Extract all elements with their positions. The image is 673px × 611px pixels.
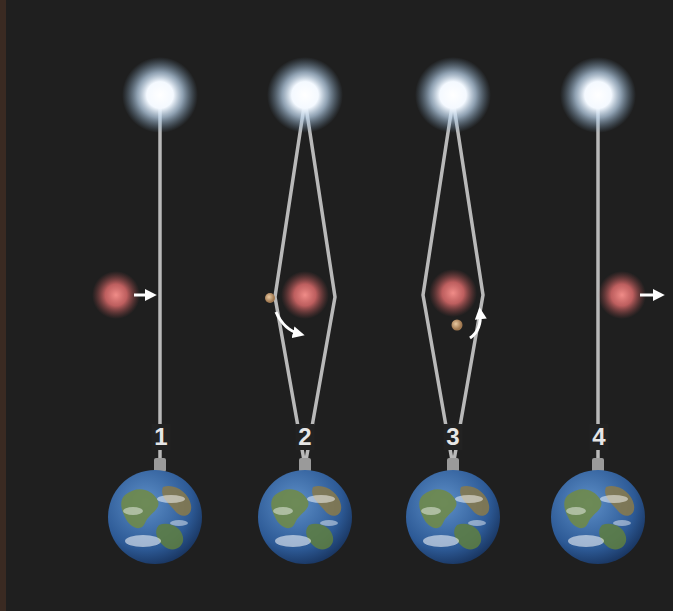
source-star: [122, 57, 198, 133]
earth: [406, 470, 500, 564]
earth: [258, 470, 352, 564]
planet: [265, 293, 275, 303]
motion-arrow: [640, 294, 660, 297]
callout-number: 2: [295, 424, 314, 450]
lens-star: [429, 269, 477, 317]
callout-number: 3: [443, 424, 462, 450]
lens-star: [92, 271, 140, 319]
orbit-arrow: [276, 312, 300, 334]
light-ray: [158, 100, 162, 468]
orbit-arrow: [470, 312, 480, 338]
ray-stub: [592, 458, 604, 472]
source-star: [267, 57, 343, 133]
earth: [108, 470, 202, 564]
lens-star: [598, 271, 646, 319]
planet: [452, 320, 463, 331]
light-ray: [596, 100, 600, 468]
motion-arrow: [134, 294, 152, 297]
source-star: [560, 57, 636, 133]
source-star: [415, 57, 491, 133]
ray-stub: [154, 458, 166, 472]
ray-stub: [299, 458, 311, 472]
callout-number: 1: [151, 424, 170, 450]
lens-star: [281, 271, 329, 319]
earth: [551, 470, 645, 564]
left-edge: [0, 0, 6, 611]
ray-stub: [447, 458, 459, 472]
callout-number: 4: [589, 424, 608, 450]
